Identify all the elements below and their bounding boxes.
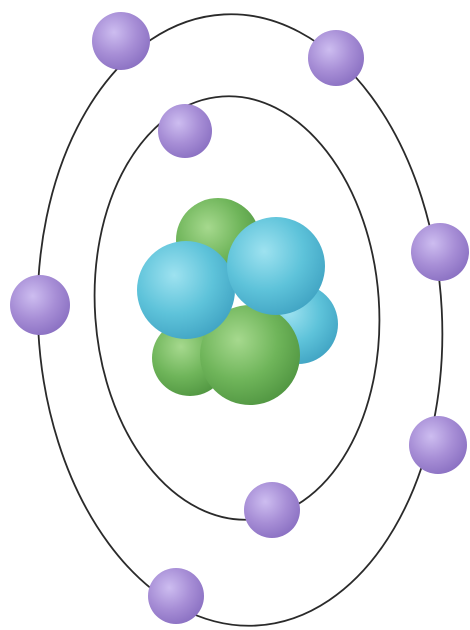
electron xyxy=(308,30,364,86)
proton xyxy=(137,241,235,339)
electron xyxy=(409,416,467,474)
proton xyxy=(227,217,325,315)
electron xyxy=(92,12,150,70)
electron xyxy=(10,275,70,335)
electron xyxy=(411,223,469,281)
electron xyxy=(158,104,212,158)
electron xyxy=(148,568,204,624)
electron xyxy=(244,482,300,538)
nucleus xyxy=(137,198,338,405)
